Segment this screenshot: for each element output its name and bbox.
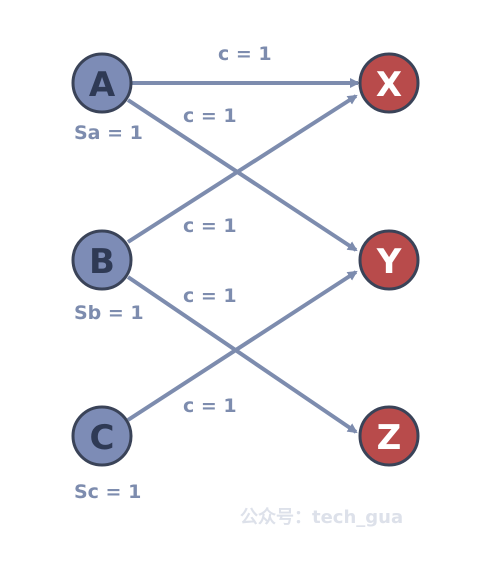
node-z-label: Z <box>377 418 402 458</box>
node-b-label: B <box>89 242 115 282</box>
edge-label-a-x: c = 1 <box>218 43 272 65</box>
source-nodes: A B C <box>71 52 133 467</box>
node-x: X <box>358 52 420 114</box>
sink-nodes: X Y Z <box>358 52 420 467</box>
node-z: Z <box>358 405 420 467</box>
edge-label-c-y: c = 1 <box>183 395 237 417</box>
supply-label-b: Sb = 1 <box>74 302 144 324</box>
supply-label-c: Sc = 1 <box>74 481 141 503</box>
edge-b-x <box>126 94 358 244</box>
edge-c-y <box>126 270 358 422</box>
node-y-label: Y <box>376 242 402 282</box>
edge-labels: c = 1 c = 1 c = 1 c = 1 c = 1 <box>183 43 272 417</box>
supply-labels: Sa = 1 Sb = 1 Sc = 1 <box>74 122 144 503</box>
edge-a-y <box>126 98 358 252</box>
edges <box>126 78 360 434</box>
edge-label-b-x: c = 1 <box>183 215 237 237</box>
watermark-text: 公众号：tech_gua <box>240 506 403 528</box>
node-b: B <box>71 229 133 291</box>
node-y: Y <box>358 229 420 291</box>
edge-label-b-z: c = 1 <box>183 285 237 307</box>
node-a-label: A <box>89 65 116 105</box>
edge-label-a-y: c = 1 <box>183 105 237 127</box>
node-a: A <box>71 52 133 114</box>
node-c: C <box>71 405 133 467</box>
node-c-label: C <box>90 418 115 458</box>
edge-b-z <box>126 275 358 434</box>
node-x-label: X <box>376 65 402 105</box>
supply-label-a: Sa = 1 <box>74 122 143 144</box>
